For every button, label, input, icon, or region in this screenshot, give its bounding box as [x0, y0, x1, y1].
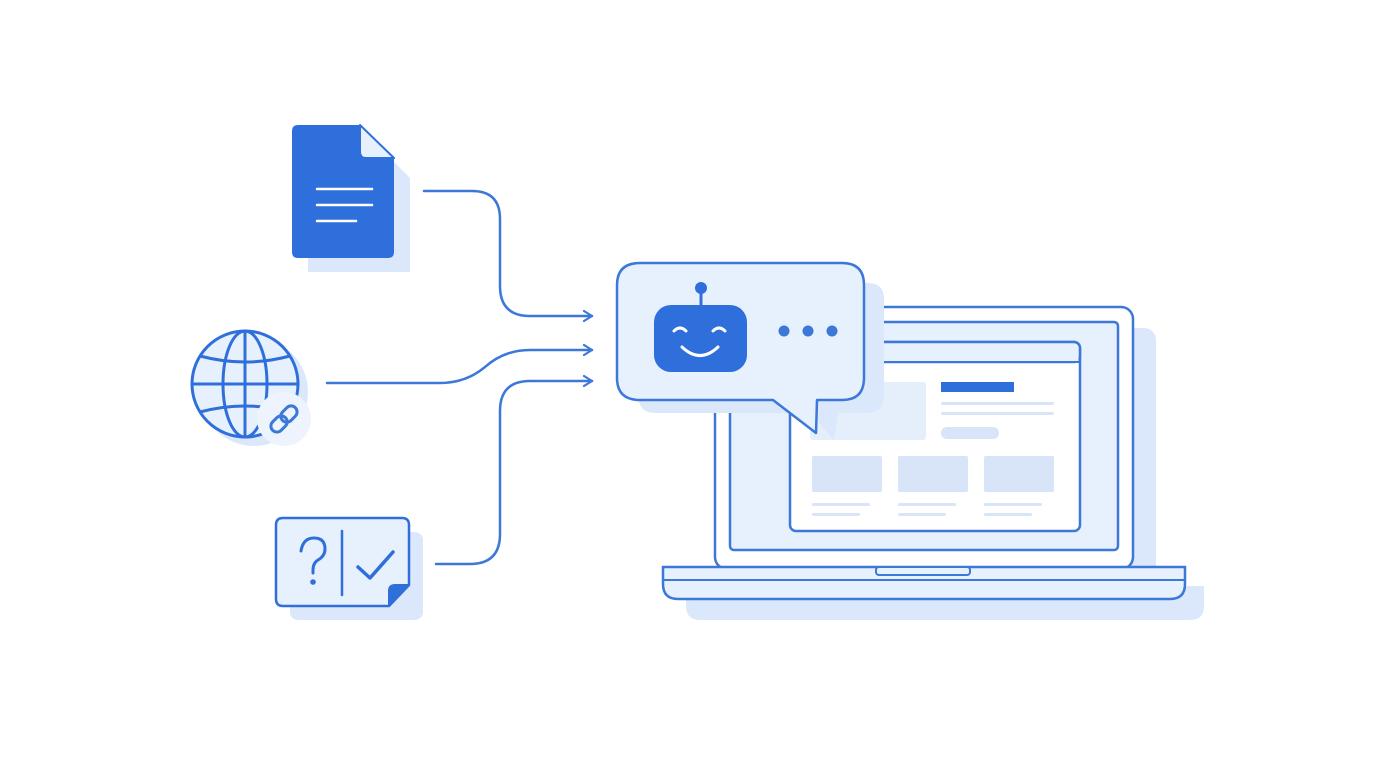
faq-card-fold	[388, 584, 410, 607]
link-icon	[257, 392, 311, 446]
page-card	[898, 456, 968, 492]
page-text-line	[941, 402, 1054, 405]
page-heading-bar	[941, 382, 1014, 392]
globe-link-icon	[190, 329, 311, 446]
page-text-line	[941, 412, 1054, 415]
chatbot-bubble	[615, 261, 884, 440]
page-card-caption	[812, 513, 860, 516]
page-card-caption	[984, 503, 1042, 506]
laptop-base	[661, 565, 1187, 601]
connector-document-to-chatbot	[422, 189, 594, 316]
connector-faq-to-chatbot	[434, 381, 594, 566]
question-check-icon	[274, 516, 423, 620]
page-card-caption	[898, 503, 956, 506]
page-pill-button	[941, 427, 999, 439]
typing-dots	[778, 325, 838, 337]
laptop-trackpad-notch	[875, 566, 971, 576]
connector-website-to-chatbot	[325, 350, 594, 385]
question-mark-icon	[299, 536, 327, 575]
page-card-caption	[812, 503, 870, 506]
page-card-caption	[984, 513, 1032, 516]
page-card-caption	[898, 513, 946, 516]
checkmark-icon	[356, 550, 395, 580]
document-icon	[292, 124, 410, 272]
document-fold	[359, 124, 395, 159]
page-card	[984, 456, 1054, 492]
page-card	[812, 456, 882, 492]
robot-icon	[654, 282, 747, 372]
